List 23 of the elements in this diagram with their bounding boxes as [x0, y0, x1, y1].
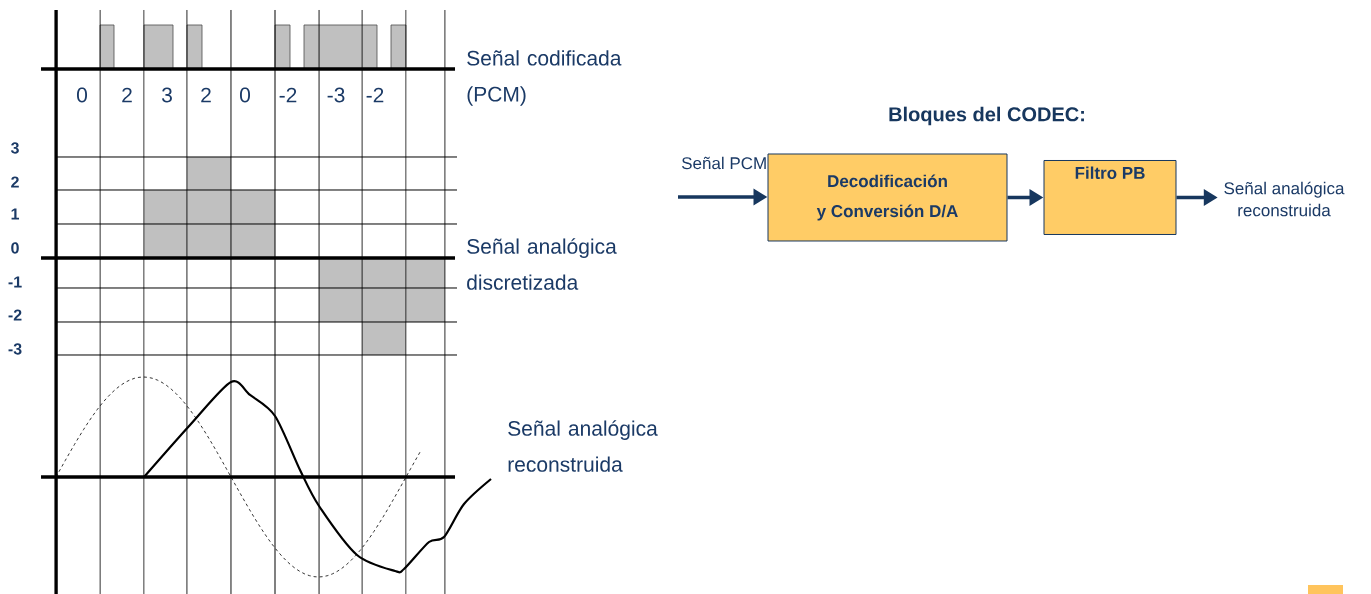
- digit-label: 2: [201, 87, 211, 103]
- level-label: 2: [11, 176, 19, 188]
- digit-label: -2: [366, 87, 384, 103]
- signal-label: Señal analógica reconstruida: [508, 420, 658, 472]
- output-label: Señal analógica reconstruida: [1224, 181, 1345, 217]
- digit-label: -2: [279, 87, 297, 103]
- digit-label: -3: [327, 87, 345, 103]
- digit-label: 0: [77, 87, 88, 103]
- level-label: 0: [11, 242, 19, 254]
- diagram-title: Bloques del CODEC:: [889, 106, 1084, 126]
- process-box: Decodificación y Conversión D/A: [767, 153, 1008, 242]
- digit-label: 3: [161, 87, 172, 103]
- digit-label: 2: [122, 87, 132, 103]
- level-label: 1: [11, 208, 19, 220]
- digit-label: 0: [240, 87, 251, 103]
- process-box: Filtro PB: [1043, 160, 1177, 235]
- level-label: -3: [8, 343, 22, 355]
- edge-label: Señal PCM: [682, 156, 766, 170]
- signal-label: Señal codificada (PCM): [467, 50, 622, 106]
- level-label: 3: [10, 142, 19, 154]
- signal-label: Señal analógica discretizada: [467, 238, 617, 290]
- level-label: -2: [8, 309, 22, 321]
- level-label: -1: [8, 276, 22, 288]
